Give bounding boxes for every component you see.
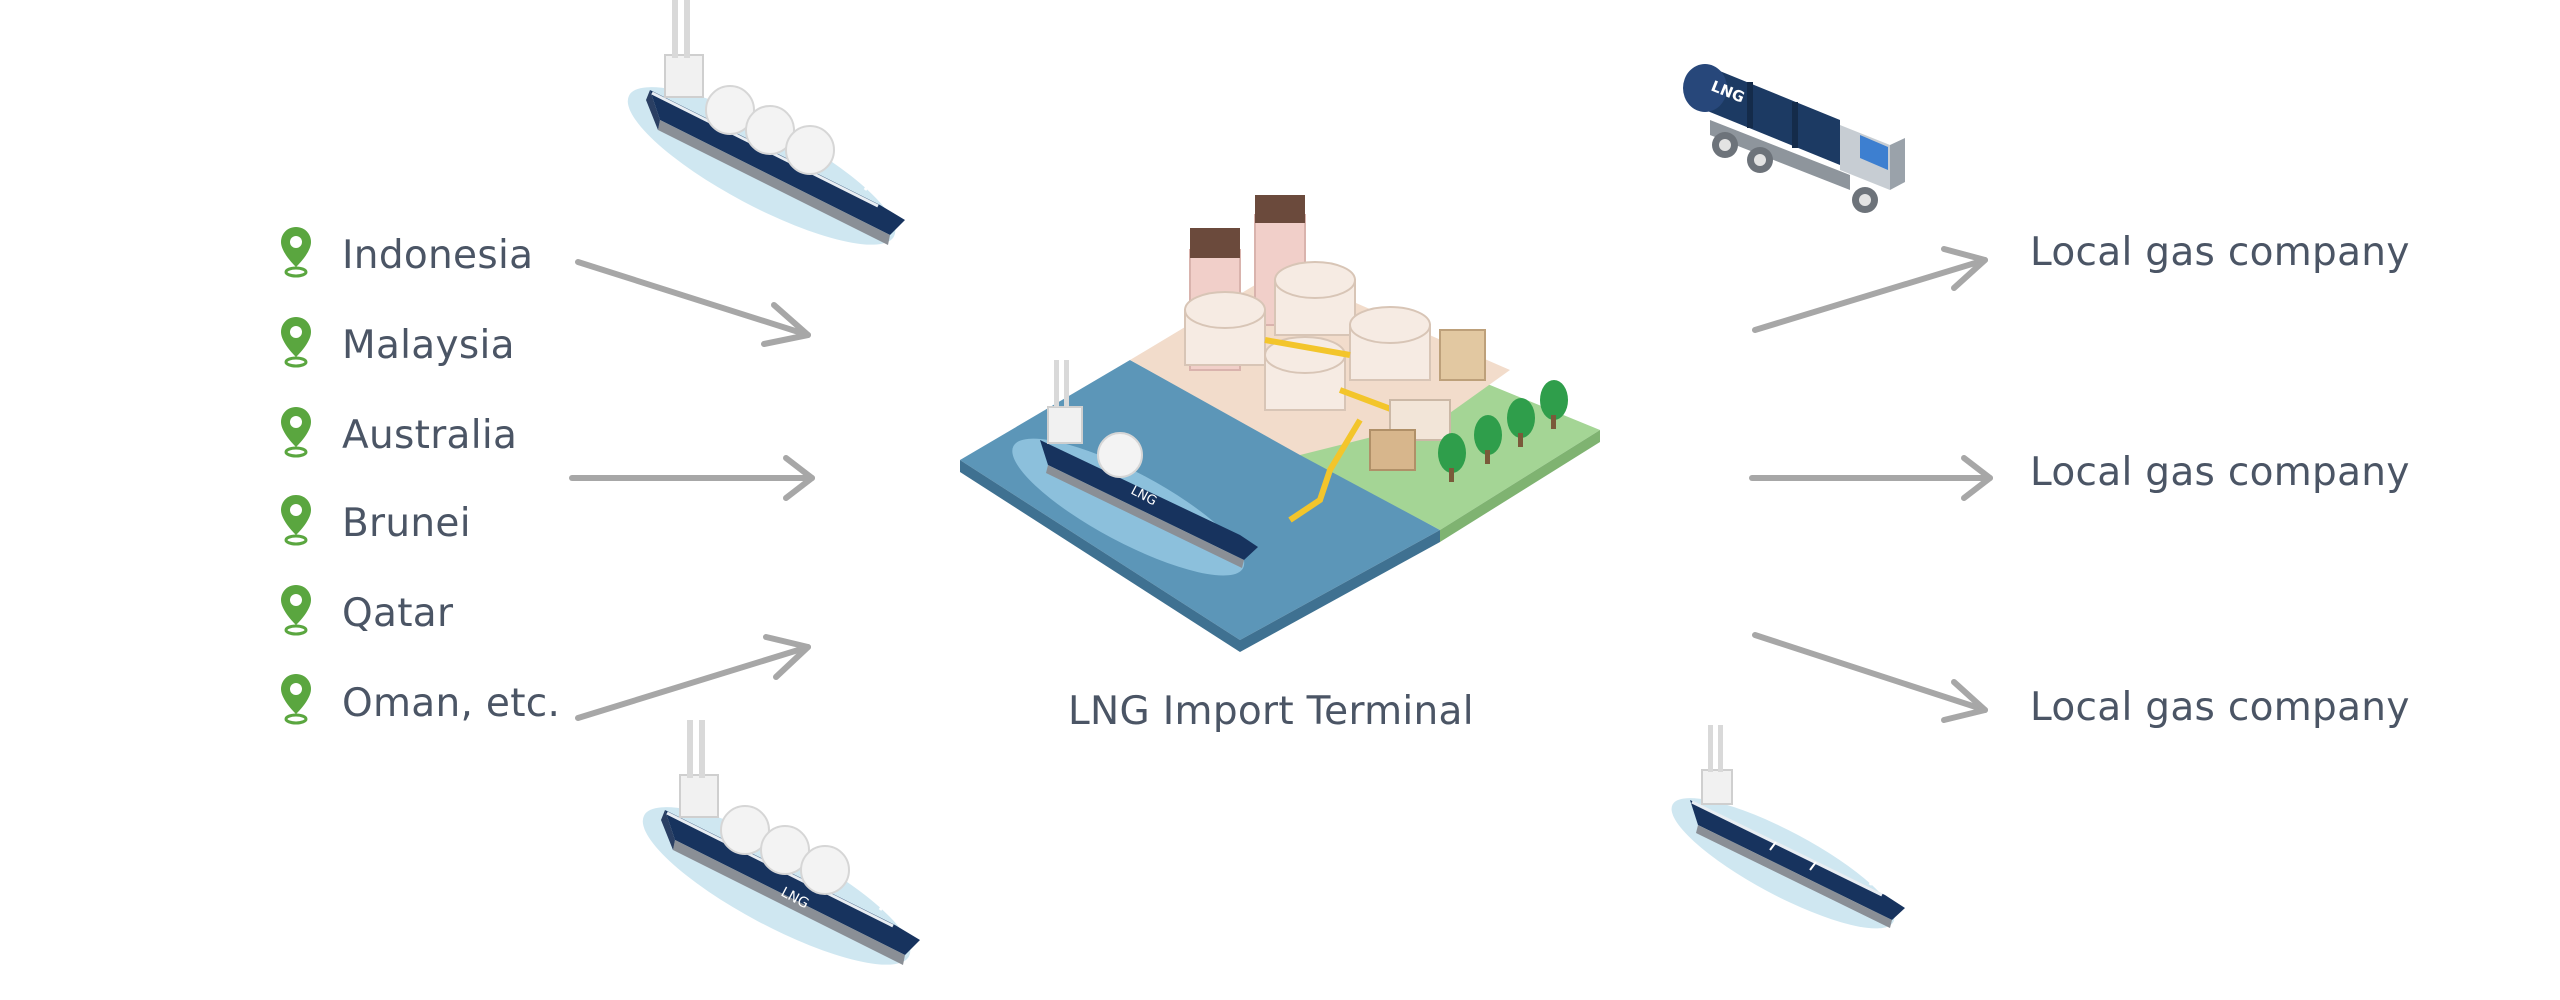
docked-tanker-icon: LNG: [1012, 360, 1258, 576]
tanker-ship-icon: LNG: [623, 718, 930, 994]
source-country-label: Brunei: [342, 501, 471, 546]
location-pin-icon: [281, 227, 311, 278]
destination-label: Local gas company: [2030, 685, 2410, 730]
arrow-outbound-top: [1752, 246, 1988, 333]
arrow-inbound-bottom: [575, 634, 811, 721]
source-country-label: Indonesia: [342, 233, 534, 278]
arrow-inbound-middle: [569, 455, 815, 501]
source-country-label: Malaysia: [342, 323, 515, 368]
tanker-ship-icon: [1656, 723, 1910, 952]
location-pin-icon: [281, 407, 311, 458]
arrow-inbound-top: [575, 259, 811, 347]
arrow-outbound-bottom: [1752, 632, 1988, 723]
source-country-label: Australia: [342, 413, 518, 458]
destination-label: Local gas company: [2030, 450, 2410, 495]
location-pin-icon: [281, 674, 311, 725]
arrow-outbound-middle: [1749, 455, 1993, 501]
source-country-label: Oman, etc.: [342, 681, 561, 726]
source-country-label: Qatar: [342, 591, 454, 636]
tanker-ship-icon: [608, 0, 915, 274]
location-pin-icon: [281, 585, 311, 636]
terminal-label: LNG Import Terminal: [1068, 689, 1474, 734]
location-pin-icon: [281, 317, 311, 368]
destination-label: Local gas company: [2030, 230, 2410, 275]
outbound-arrows: [1749, 246, 1993, 723]
tree-icon: [1438, 380, 1568, 482]
inbound-arrows: [569, 259, 815, 721]
lng-truck-icon: LNG: [1683, 64, 1905, 213]
location-pin-icon: [281, 495, 311, 546]
lng-terminal-illustration: LNG: [960, 195, 1600, 652]
